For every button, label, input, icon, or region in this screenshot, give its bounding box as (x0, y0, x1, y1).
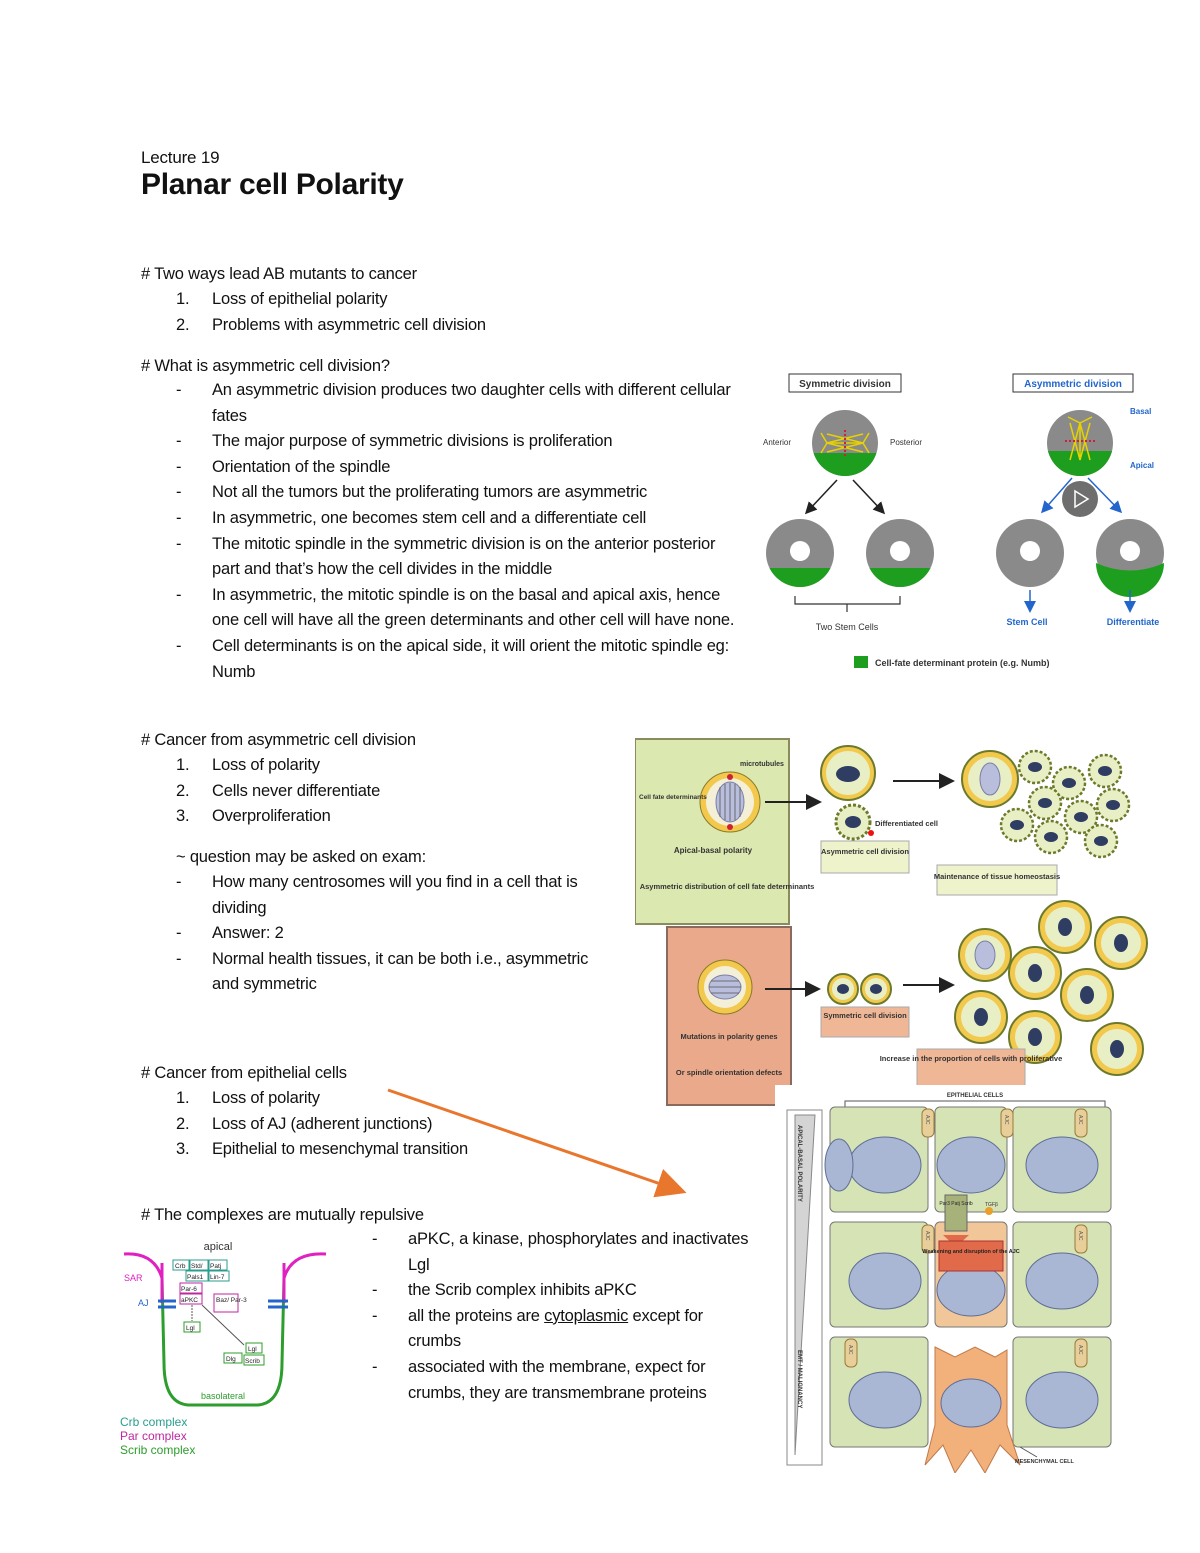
two-stem-cells-label: Two Stem Cells (816, 622, 879, 632)
scrib-label: Scrib (245, 1358, 260, 1365)
section-heading-complexes: # The complexes are mutually repulsive (141, 1206, 424, 1224)
section-heading-cancer-asymmetric: # Cancer from asymmetric cell division (141, 731, 416, 749)
apical-basal-label: Apical-basal polarity (674, 846, 753, 855)
increase-box (916, 1048, 1026, 1088)
legend-crb: Crb complex (120, 1415, 187, 1429)
posterior-label: Posterior (890, 438, 922, 447)
section-heading-asymmetric-division: # What is asymmetric cell division? (141, 357, 390, 375)
list-item: -In asymmetric, the mitotic spindle is o… (176, 585, 735, 630)
ajc-label: AJC (847, 1345, 853, 1355)
list-item: -Cell determinants is on the apical side… (176, 636, 730, 681)
list-item: -aPKC, a kinase, phosphorylates and inac… (372, 1230, 749, 1274)
dlg-label: Dlg (226, 1356, 236, 1363)
increase-label: Increase in the proportion of cells with… (880, 1054, 1063, 1063)
maintenance-box (936, 864, 1058, 896)
list-item: -How many centrosomes will you find in a… (176, 873, 578, 917)
asymmetric-title: Asymmetric division (1024, 379, 1122, 390)
complexes-bullets: -aPKC, a kinase, phosphorylates and inac… (372, 1227, 752, 1406)
basolateral-label: basolateral (201, 1391, 245, 1401)
list-item: -Answer: 2 (176, 924, 284, 943)
ajc-label: AJC (1003, 1115, 1009, 1125)
spindle-defects-label: Or spindle orientation defects (676, 1068, 782, 1077)
ajc-label: AJC (1077, 1345, 1083, 1355)
list-item: -The major purpose of symmetric division… (176, 432, 613, 451)
section-heading-ab-mutants: # Two ways lead AB mutants to cancer (141, 265, 417, 283)
sym-division-box (820, 1006, 910, 1038)
tgfb-label: TGFβ (985, 1202, 998, 1208)
ajc-label: AJC (924, 1115, 930, 1125)
std-label: Std/ (191, 1263, 203, 1270)
mutations-label: Mutations in polarity genes (680, 1032, 777, 1041)
exam-note-heading: ~ question may be asked on exam: (176, 848, 426, 866)
division-figure: Symmetric division Asymmetric division A… (763, 373, 1164, 668)
legend-scrib: Scrib complex (120, 1443, 195, 1457)
ajc-label: AJC (924, 1231, 930, 1241)
sym-division-label: Symmetric cell division (823, 1011, 907, 1020)
par6-label: Par-6 (181, 1286, 197, 1293)
lgl-label: Lgl (248, 1346, 257, 1353)
differentiate-label: Differentiate (1107, 617, 1160, 627)
emt-label: EMT / MALIGNANCY (796, 1350, 802, 1408)
polarity-complexes-figure: apical SAR AJ Crb Std/ Patj Pals1 Lin-7 … (120, 1241, 327, 1457)
asymmetric-division-bullets: -An asymmetric division produces two dau… (176, 378, 746, 685)
asym-division-box (820, 840, 910, 874)
patj-label: Patj (210, 1263, 221, 1270)
aj-label: AJ (138, 1298, 149, 1308)
list-item: -all the proteins are cytoplasmic except… (372, 1306, 703, 1351)
asymmetric-title-box (1012, 373, 1134, 393)
ajc-label: AJC (1077, 1115, 1083, 1125)
list-item: -Orientation of the spindle (176, 457, 391, 476)
play-icon (1062, 481, 1098, 517)
list-item: -the Scrib complex inhibits aPKC (372, 1281, 637, 1300)
legend-par: Par complex (120, 1429, 187, 1443)
mesenchymal-label: MESENCHYMAL CELL (1015, 1459, 1075, 1465)
anterior-label: Anterior (763, 438, 791, 447)
underlined-term: cytoplasmic (544, 1306, 629, 1325)
legend-swatch (854, 656, 868, 668)
cell-fate-label: Cell fate determinants (639, 794, 707, 801)
lgl-label: Lgl (186, 1325, 195, 1332)
section-heading-cancer-epithelial: # Cancer from epithelial cells (141, 1064, 347, 1082)
mutant-panel (666, 926, 792, 1106)
sar-label: SAR (124, 1273, 143, 1283)
symmetric-title-box (788, 373, 902, 393)
normal-panel (635, 738, 790, 925)
apical-label: Apical (1130, 461, 1154, 470)
emt-figure: APICAL-BASAL POLARITY EMT / MALIGNANCY E… (775, 1085, 1140, 1473)
lecture-number: Lecture 19 (141, 148, 220, 167)
apkc-label: aPKC (181, 1297, 198, 1304)
symmetric-title: Symmetric division (799, 379, 891, 390)
asymmetric-distribution-label: Asymmetric distribution of cell fate det… (640, 882, 815, 891)
apical-label: apical (204, 1241, 233, 1253)
apical-basal-polarity-label: APICAL-BASAL POLARITY (796, 1125, 802, 1202)
maintenance-label: Maintenance of tissue homeostasis (934, 872, 1060, 881)
pals1-label: Pals1 (187, 1274, 204, 1281)
lin7-label: Lin-7 (210, 1274, 225, 1281)
list-item: -In asymmetric, one becomes stem cell an… (176, 508, 647, 527)
pointer-arrow (387, 1088, 687, 1198)
exam-note-bullets: -How many centrosomes will you find in a… (176, 870, 596, 998)
crb-label: Crb (175, 1263, 186, 1270)
list-item: -The mitotic spindle in the symmetric di… (176, 534, 716, 579)
cancer-division-figure: microtubules Cell fate determinants Apic… (635, 738, 1148, 1106)
page-title: Planar cell Polarity (141, 168, 404, 201)
stem-cell-label: Stem Cell (1006, 617, 1047, 627)
list-item: -Not all the tumors but the proliferatin… (176, 483, 648, 502)
par3-label: Par3 Patj Scrib (939, 1201, 973, 1207)
asym-division-label: Asymmetric cell division (821, 847, 909, 856)
list-item: -An asymmetric division produces two dau… (176, 381, 731, 425)
legend-label: Cell-fate determinant protein (e.g. Numb… (875, 658, 1050, 668)
ajc-label: AJC (1077, 1231, 1083, 1241)
epithelial-cells-label: EPITHELIAL CELLS (947, 1093, 1003, 1099)
differentiated-cell-label: Differentiated cell (875, 819, 938, 828)
list-item: -Normal health tissues, it can be both i… (176, 949, 589, 994)
weakening-label: Weakening and disruption of the AJC (922, 1249, 1020, 1255)
baz-label: Baz/ Par-3 (216, 1297, 247, 1304)
microtubules-label: microtubules (740, 761, 784, 768)
basal-label: Basal (1130, 407, 1151, 416)
list-item: -associated with the membrane, expect fo… (372, 1357, 707, 1402)
